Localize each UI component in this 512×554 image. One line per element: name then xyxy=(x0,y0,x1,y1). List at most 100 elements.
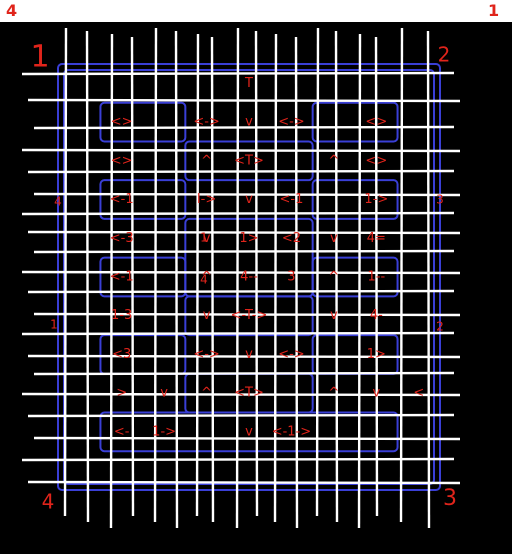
maze-wall-9 xyxy=(311,256,399,298)
horizontal-grid-line xyxy=(27,98,461,103)
cell-symbol: I-> xyxy=(197,192,216,207)
horizontal-grid-line xyxy=(27,354,461,359)
side-number-row8-left: 1 xyxy=(50,318,58,332)
cell-symbol: v xyxy=(203,308,211,323)
vertical-grid-line xyxy=(130,36,135,517)
horizontal-grid-line xyxy=(21,71,455,76)
cell-symbol: ^ xyxy=(201,386,212,401)
corner-number-top-right: 2 xyxy=(438,43,451,67)
maze-wall-4 xyxy=(184,140,314,182)
cell-symbol: <> xyxy=(111,115,133,130)
top-bar: 4 1 xyxy=(0,0,512,22)
cell-symbol: v xyxy=(203,231,211,246)
cell-symbol: <> xyxy=(111,153,133,168)
center-mark-upper: 1 xyxy=(200,231,208,245)
cell-symbol: ^ xyxy=(201,270,212,285)
cell-symbol: 3 xyxy=(287,270,295,285)
maze-wall-0 xyxy=(57,63,441,491)
corner-number-bottom-right: 3 xyxy=(443,486,457,511)
side-number-row8-right: 2 xyxy=(436,320,444,334)
maze-walls xyxy=(57,63,441,491)
horizontal-grid-line xyxy=(21,148,461,153)
vertical-grid-line xyxy=(399,27,404,523)
vertical-grid-line xyxy=(195,33,200,517)
cell-symbol: <2 xyxy=(282,231,301,246)
horizontal-grid-line xyxy=(33,249,455,254)
cell-symbol: > xyxy=(116,386,127,401)
cell-symbol: <- xyxy=(114,424,130,439)
horizontal-grid-line xyxy=(21,270,461,275)
horizontal-grid-line xyxy=(27,480,461,485)
cell-symbol: <> xyxy=(365,115,387,130)
cell-symbol: 1-3 xyxy=(111,308,132,323)
cell-symbol: v xyxy=(245,192,253,207)
cell-symbol: 1-> xyxy=(152,424,176,439)
cell-symbol: v xyxy=(372,386,380,401)
cell-symbol: 4- xyxy=(370,308,383,323)
cell-symbol: T xyxy=(244,76,253,91)
cell-symbol: <-1 xyxy=(280,192,304,207)
maze-wall-3 xyxy=(311,101,399,143)
horizontal-grid-line xyxy=(21,392,461,397)
side-number-row4-left: 4 xyxy=(54,195,62,209)
cell-symbol: <> xyxy=(365,153,387,168)
vertical-grid-line xyxy=(235,27,240,529)
cell-symbol: <-> xyxy=(193,347,219,362)
horizontal-grid-line xyxy=(27,230,461,235)
cell-symbol: <-> xyxy=(278,347,304,362)
cell-symbol: ^ xyxy=(328,270,339,285)
vertical-grid-line xyxy=(357,33,362,529)
cell-symbol: 4= xyxy=(367,231,386,246)
horizontal-grid-line xyxy=(33,371,455,376)
cell-symbol: v xyxy=(245,424,253,439)
horizontal-grid-line xyxy=(33,436,461,441)
vertical-grid-line xyxy=(153,27,158,523)
horizontal-grid-line xyxy=(33,312,461,317)
side-number-row4-right: 3 xyxy=(436,193,444,207)
maze-wall-5 xyxy=(99,179,187,220)
cell-symbol: ^ xyxy=(201,153,212,168)
cell-symbol: <-> xyxy=(278,115,304,130)
cell-symbol: <-1-> xyxy=(272,424,311,439)
horizontal-grid-line xyxy=(33,125,455,130)
cell-symbol: v xyxy=(245,347,253,362)
horizontal-grid-line xyxy=(27,169,455,174)
corner-number-bottom-left: 4 xyxy=(42,490,55,514)
horizontal-grid-line xyxy=(27,289,455,294)
horizontal-grid-line xyxy=(21,457,455,462)
cell-symbol: <-T-> xyxy=(231,308,268,323)
cell-symbol: ^ xyxy=(328,153,339,168)
vertical-grid-line xyxy=(85,30,90,523)
top-bar-right-mark: 1 xyxy=(488,1,500,20)
cell-symbol: <3 xyxy=(112,347,131,362)
cell-symbol: 1> xyxy=(239,231,258,246)
top-bar-left-mark: 4 xyxy=(6,1,18,20)
cell-symbol: v xyxy=(245,115,253,130)
cell-symbol: <T> xyxy=(234,386,264,401)
cell-symbol: 1-- xyxy=(368,270,386,285)
cell-symbol: <-> xyxy=(193,115,219,130)
vertical-grid-line xyxy=(374,36,379,517)
cell-symbol: ^ xyxy=(328,386,339,401)
horizontal-grid-line xyxy=(33,192,461,197)
cell-symbol: <-1 xyxy=(110,192,134,207)
vertical-grid-line xyxy=(294,36,299,529)
cell-symbol: <-3 xyxy=(110,231,134,246)
maze-wall-14 xyxy=(99,411,399,453)
vertical-grid-line xyxy=(109,33,114,529)
cell-symbol: <T> xyxy=(234,153,264,168)
cell-symbol: <-1 xyxy=(110,270,134,285)
center-mark-lower: 4 xyxy=(200,273,208,287)
maze-wall-6 xyxy=(311,179,399,220)
horizontal-grid-line xyxy=(27,413,455,418)
vertical-grid-line xyxy=(174,30,179,529)
cell-symbol: 1> xyxy=(367,347,386,362)
cell-symbol: < xyxy=(413,386,424,401)
horizontal-grid-line xyxy=(21,331,455,336)
vertical-grid-line xyxy=(273,33,278,523)
vertical-grid-line xyxy=(426,30,431,529)
horizontal-grid-lines xyxy=(21,71,461,485)
cell-symbol: v xyxy=(330,231,338,246)
